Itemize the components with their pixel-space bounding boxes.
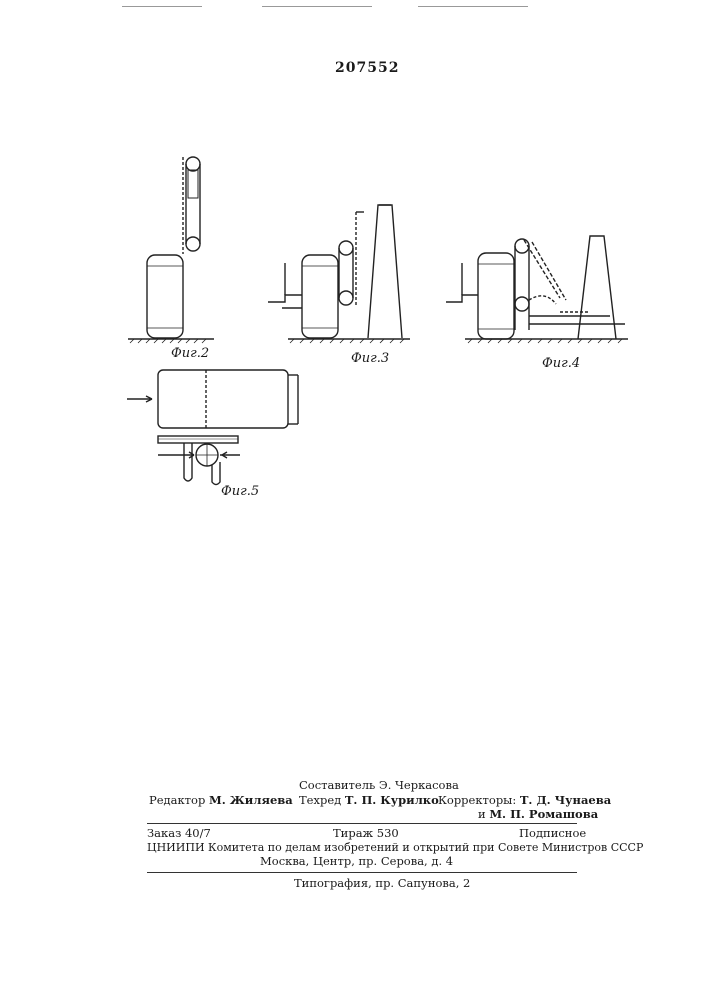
- editor-line: Редактор М. Жиляева: [149, 794, 293, 807]
- figure-5-caption: Фиг.5: [221, 484, 259, 499]
- corrector-2: М. П. Ромашова: [489, 807, 598, 821]
- techred-line: Техред Т. П. Курилко: [299, 794, 439, 807]
- address-line: Москва, Центр, пр. Серова, д. 4: [260, 855, 453, 868]
- footer-rule-1: [147, 823, 577, 824]
- figure-2-caption: Фиг.2: [171, 346, 209, 361]
- corrector-2-line: и М. П. Ромашова: [478, 808, 598, 821]
- figure-2-drawing: [128, 157, 214, 343]
- figure-3-caption: Фиг.3: [351, 351, 389, 366]
- figure-5-drawing: [127, 370, 298, 485]
- figure-4-drawing: [446, 236, 628, 343]
- corrector-2-prefix: и: [478, 807, 486, 821]
- correctors-label: Корректоры:: [438, 793, 516, 807]
- subscription: Подписное: [519, 827, 586, 840]
- editor-name: М. Жиляева: [209, 793, 293, 807]
- footer-rule-2: [147, 872, 577, 873]
- order-number: Заказ 40/7: [147, 827, 211, 840]
- corrector-1: Т. Д. Чунаева: [520, 793, 611, 807]
- compiler-line: Составитель Э. Черкасова: [299, 779, 459, 792]
- techred-name: Т. П. Курилко: [345, 793, 439, 807]
- institute-line: ЦНИИПИ Комитета по делам изобретений и о…: [147, 841, 643, 854]
- techred-label: Техред: [299, 793, 341, 807]
- typography-line: Типография, пр. Сапунова, 2: [294, 877, 470, 890]
- print-run: Тираж 530: [333, 827, 399, 840]
- correctors-line: Корректоры: Т. Д. Чунаева: [438, 794, 611, 807]
- figure-drawings: [0, 0, 707, 520]
- editor-label: Редактор: [149, 793, 205, 807]
- figure-3-drawing: [268, 205, 410, 343]
- figure-4-caption: Фиг.4: [542, 356, 580, 371]
